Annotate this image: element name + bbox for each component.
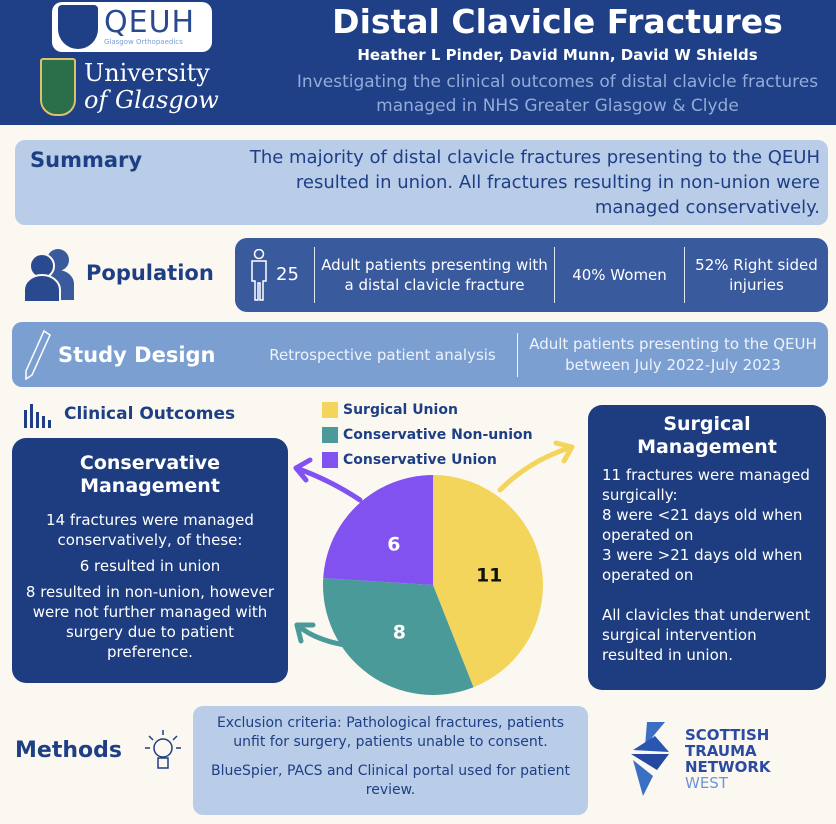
legend-label: Surgical Union	[343, 401, 458, 418]
legend-label: Conservative Union	[343, 451, 497, 468]
users-icon	[23, 249, 74, 302]
authors: Heather L Pinder, David Munn, David W Sh…	[357, 46, 758, 64]
study-design-heading: Study Design	[58, 342, 216, 367]
methods-box: Exclusion criteria: Pathological fractur…	[193, 706, 588, 815]
stn-logo-icon	[631, 722, 669, 796]
pie-slice	[433, 475, 543, 688]
summary-heading: Summary	[30, 148, 143, 172]
pie-chart: 11 8 6	[323, 475, 543, 695]
summary-box: Summary The majority of distal clavicle …	[15, 140, 828, 225]
pie-slice	[323, 578, 474, 695]
pie-slice	[323, 475, 433, 585]
arrow-to-conservative-icon	[293, 465, 363, 503]
stn-line: TRAUMA	[685, 742, 757, 760]
methods-p2: BlueSpier, PACS and Clinical portal used…	[211, 763, 570, 798]
population-women: 40% Women	[555, 247, 685, 303]
surgical-p3: 3 were >21 days old when operated on	[602, 546, 803, 584]
lightbulb-icon	[145, 730, 181, 769]
population-right-sided: 52% Right sided injuries	[695, 256, 818, 294]
uog-line1: University	[84, 59, 210, 87]
qeuh-shield-icon	[58, 5, 98, 49]
poster-title: Distal Clavicle Fractures	[332, 2, 783, 41]
conservative-p2: 6 resulted in union	[79, 557, 221, 575]
qeuh-logo-sub: Glasgow Orthopaedics	[104, 38, 183, 46]
legend-item: Surgical Union	[322, 397, 533, 422]
arrow-to-surgical-icon	[497, 444, 575, 493]
legend-swatch	[322, 451, 338, 468]
conservative-management-box: Conservative Management 14 fractures wer…	[12, 438, 288, 683]
population-count: 25	[276, 264, 299, 285]
chart-legend: Surgical Union Conservative Non-union Co…	[322, 397, 533, 472]
legend-swatch	[322, 426, 338, 443]
study-design-box: Study Design Retrospective patient analy…	[12, 322, 828, 387]
population-box: 25 Adult patients presenting with a dist…	[235, 238, 828, 312]
legend-label: Conservative Non-union	[343, 426, 533, 443]
surgical-p2: 8 were <21 days old when operated on	[602, 506, 803, 544]
subtitle: Investigating the clinical outcomes of d…	[296, 72, 819, 116]
stn-line: NETWORK	[685, 758, 771, 776]
conservative-p3: 8 resulted in non-union, however were no…	[25, 583, 275, 661]
clinical-outcomes-header: Clinical Outcomes	[22, 400, 235, 428]
conservative-p1: 14 fractures were managed conservatively…	[46, 511, 254, 549]
surgical-management-box: Surgical Management 11 fractures were ma…	[588, 405, 826, 690]
stn-line: SCOTTISH	[685, 726, 770, 744]
surgical-heading: Surgical Management	[637, 413, 777, 458]
study-design-type: Retrospective patient analysis	[248, 332, 518, 377]
legend-swatch	[322, 401, 338, 418]
summary-text: The majority of distal clavicle fracture…	[249, 147, 820, 218]
pie-data-label: 11	[476, 564, 502, 586]
population-description: Adult patients presenting with a distal …	[315, 247, 555, 303]
population-heading: Population	[86, 261, 214, 285]
qeuh-logo-text: QEUH	[104, 5, 196, 40]
study-design-period: Adult patients presenting to the QEUH be…	[529, 334, 817, 374]
methods-heading: Methods	[15, 738, 122, 763]
legend-item: Conservative Union	[322, 447, 533, 472]
uog-line2: of Glasgow	[84, 86, 219, 114]
pencil-icon	[25, 329, 51, 380]
uog-crest-icon	[40, 58, 76, 116]
conservative-heading: Conservative Management	[79, 452, 221, 497]
pie-data-label: 6	[387, 533, 400, 555]
pie-data-label: 8	[393, 621, 406, 643]
surgical-p1: 11 fractures were managed surgically:	[602, 466, 810, 504]
surgical-p4: All clavicles that underwent surgical in…	[602, 606, 811, 664]
stn-line: WEST	[685, 774, 728, 792]
clinical-outcomes-heading: Clinical Outcomes	[64, 404, 236, 424]
methods-p1: Exclusion criteria: Pathological fractur…	[216, 715, 565, 750]
bar-chart-icon	[24, 404, 51, 428]
legend-item: Conservative Non-union	[322, 422, 533, 447]
person-icon	[251, 249, 267, 301]
